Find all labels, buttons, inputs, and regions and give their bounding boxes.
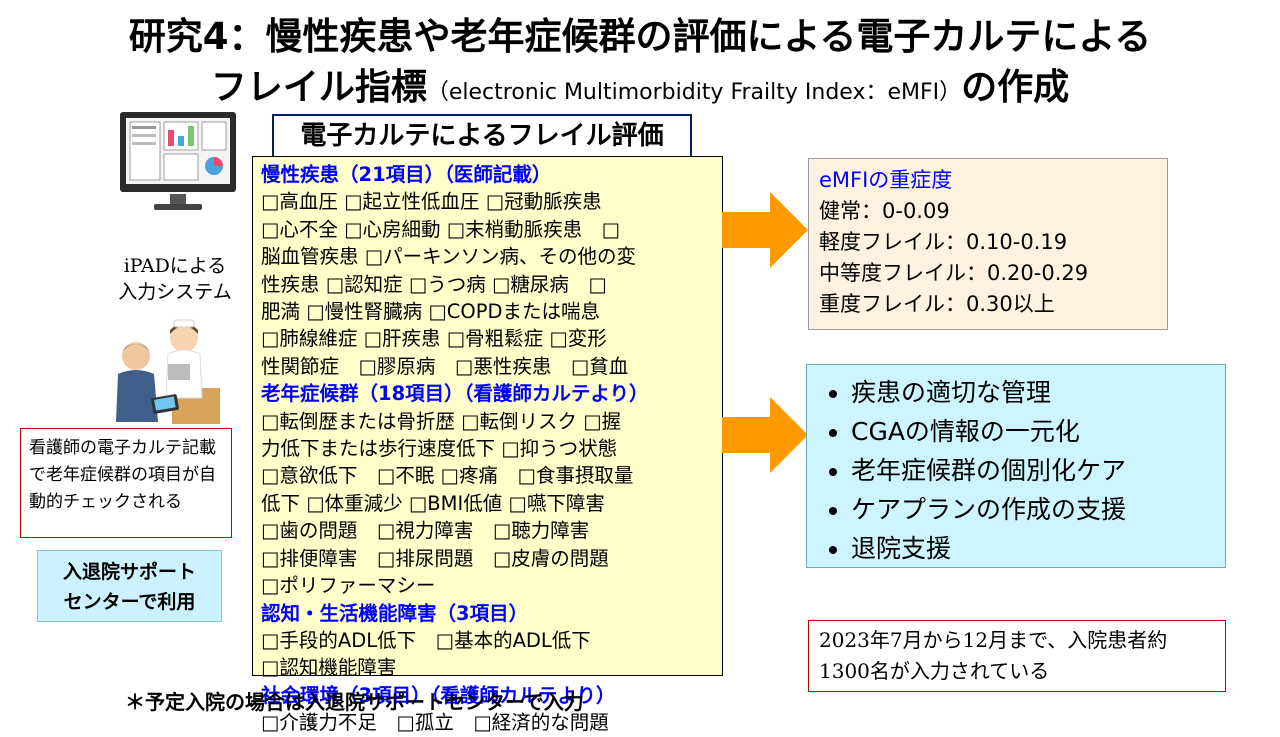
checklist-line: 肥満 □慢性腎臓病 □COPDまたは喘息 bbox=[261, 300, 600, 324]
page-title-line2: フレイル指標（electronic Multimorbidity Frailty… bbox=[0, 58, 1280, 110]
title-sub: （electronic Multimorbidity Frailty Index… bbox=[426, 80, 962, 105]
arrow-right-icon bbox=[722, 192, 808, 268]
checklist-line: 低下 □体重減少 □BMI低値 □嚥下障害 bbox=[261, 491, 605, 515]
checklist-line: □高血圧 □起立性低血圧 □冠動脈疾患 bbox=[261, 190, 602, 214]
checklist-line: □心不全 □心房細動 □末梢動脈疾患 □ bbox=[261, 217, 621, 241]
title-end: の作成 bbox=[961, 67, 1070, 108]
checklist-line: 性疾患 □認知症 □うつ病 □糖尿病 □ bbox=[261, 272, 607, 296]
list-item: CGAの情報の一元化 bbox=[851, 412, 1215, 451]
severity-heading: eMFIの重症度 bbox=[819, 168, 953, 192]
severity-item: 軽度フレイル：0.10-0.19 bbox=[819, 230, 1068, 254]
list-item: 退院支援 bbox=[851, 529, 1215, 568]
nurse-auto-check-note: 看護師の電子カルテ記載で老年症候群の項目が自動的チェックされる bbox=[20, 428, 232, 538]
severity-item: 中等度フレイル：0.20-0.29 bbox=[819, 261, 1089, 285]
checklist-line: □歯の問題 □視力障害 □聴力障害 bbox=[261, 519, 590, 543]
checklist-section-heading: 老年症候群（18項目）（看護師カルテより） bbox=[261, 382, 649, 406]
admission-support-center-box: 入退院サポート センターで利用 bbox=[37, 550, 222, 622]
frailty-evaluation-header: 電子カルテによるフレイル評価 bbox=[272, 114, 692, 158]
checklist-line: 性関節症 □膠原病 □悪性疾患 □貧血 bbox=[261, 354, 629, 378]
ipad-system-label: iPADによる 入力システム bbox=[118, 255, 232, 303]
title-main: フレイル指標 bbox=[210, 67, 427, 108]
benefits-list-box: 疾患の適切な管理 CGAの情報の一元化 老年症候群の個別化ケア ケアプランの作成… bbox=[806, 364, 1226, 568]
list-item: ケアプランの作成の支援 bbox=[851, 490, 1215, 529]
checklist-line: □手段的ADL低下 □基本的ADL低下 bbox=[261, 628, 591, 652]
emfi-severity-box: eMFIの重症度 健常：0-0.09 軽度フレイル：0.10-0.19 中等度フ… bbox=[808, 158, 1168, 330]
checklist-line: 脳血管疾患 □パーキンソン病、その他の変 bbox=[261, 245, 637, 269]
list-item: 疾患の適切な管理 bbox=[851, 373, 1215, 412]
checklist-line: □意欲低下 □不眠 □疼痛 □食事摂取量 bbox=[261, 464, 634, 488]
severity-item: 重度フレイル：0.30以上 bbox=[819, 292, 1055, 316]
arrow-right-icon bbox=[722, 397, 808, 473]
checklist-section-heading: 慢性疾患（21項目）（医師記載） bbox=[261, 163, 552, 186]
checklist-line: □肺線維症 □肝疾患 □骨粗鬆症 □変形 bbox=[261, 327, 607, 351]
computer-monitor-icon bbox=[120, 112, 236, 210]
checklist-line: □排便障害 □排尿問題 □皮膚の問題 bbox=[261, 546, 609, 570]
page-title-line1: 研究4：慢性疾患や老年症候群の評価による電子カルテによる bbox=[128, 15, 1152, 58]
footnote: ＊予定入院の場合は入退院サポートセンターで入力 bbox=[125, 690, 584, 714]
checklist-line: □転倒歴または骨折歴 □転倒リスク □握 bbox=[261, 409, 622, 433]
enrollment-note: 2023年7月から12月まで、入院患者約1300名が入力されている bbox=[808, 620, 1226, 692]
benefits-list: 疾患の適切な管理 CGAの情報の一元化 老年症候群の個別化ケア ケアプランの作成… bbox=[817, 373, 1215, 568]
checklist-section-heading: 認知・生活機能障害（3項目） bbox=[261, 601, 529, 625]
checklist-line: □ポリファーマシー bbox=[261, 574, 436, 598]
list-item: 老年症候群の個別化ケア bbox=[851, 451, 1215, 490]
severity-item: 健常：0-0.09 bbox=[819, 199, 950, 223]
frailty-checklist-box: 慢性疾患（21項目）（医師記載） □高血圧 □起立性低血圧 □冠動脈疾患 □心不全 … bbox=[252, 156, 723, 734]
nurse-patient-illustration bbox=[116, 319, 220, 424]
checklist-section-heading: 社会環境（3項目）（看護師カルテより） bbox=[261, 683, 616, 707]
checklist-line: □認知機能障害 bbox=[261, 656, 397, 680]
checklist-line: 力低下または歩行速度低下 □抑うつ状態 bbox=[261, 437, 618, 461]
